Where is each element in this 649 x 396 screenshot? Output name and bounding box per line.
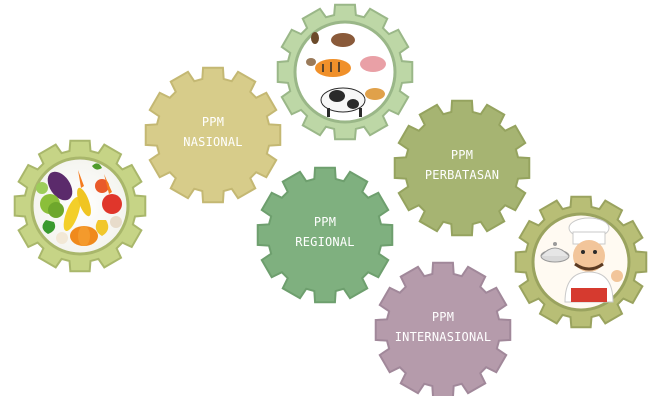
gear-regional-subtitle: REGIONAL — [295, 235, 354, 249]
animals-icon — [306, 32, 386, 117]
gear-regional-shape — [256, 166, 394, 304]
gear-perbatasan: PPM PERBATASAN — [393, 99, 531, 237]
chef-gear — [514, 195, 648, 329]
gear-internasional-title: PPM — [432, 310, 454, 324]
gear-perbatasan-shape — [393, 99, 531, 237]
animals-gear — [276, 3, 414, 141]
gear-perbatasan-title: PPM — [451, 148, 473, 162]
gear-internasional-subtitle: INTERNASIONAL — [395, 330, 492, 344]
gear-nasional-shape — [144, 66, 282, 204]
gear-internasional: PPM INTERNASIONAL — [374, 261, 512, 396]
gear-nasional: PPM NASIONAL — [144, 66, 282, 204]
gear-nasional-title: PPM — [202, 115, 224, 129]
gear-regional: PPM REGIONAL — [256, 166, 394, 304]
vegetables-icon — [36, 163, 122, 246]
gear-nasional-subtitle: NASIONAL — [183, 135, 242, 149]
vegetables-gear — [13, 139, 147, 273]
gear-regional-title: PPM — [314, 215, 336, 229]
gear-internasional-shape — [374, 261, 512, 396]
gear-perbatasan-subtitle: PERBATASAN — [425, 168, 499, 182]
chef-icon — [540, 217, 623, 303]
